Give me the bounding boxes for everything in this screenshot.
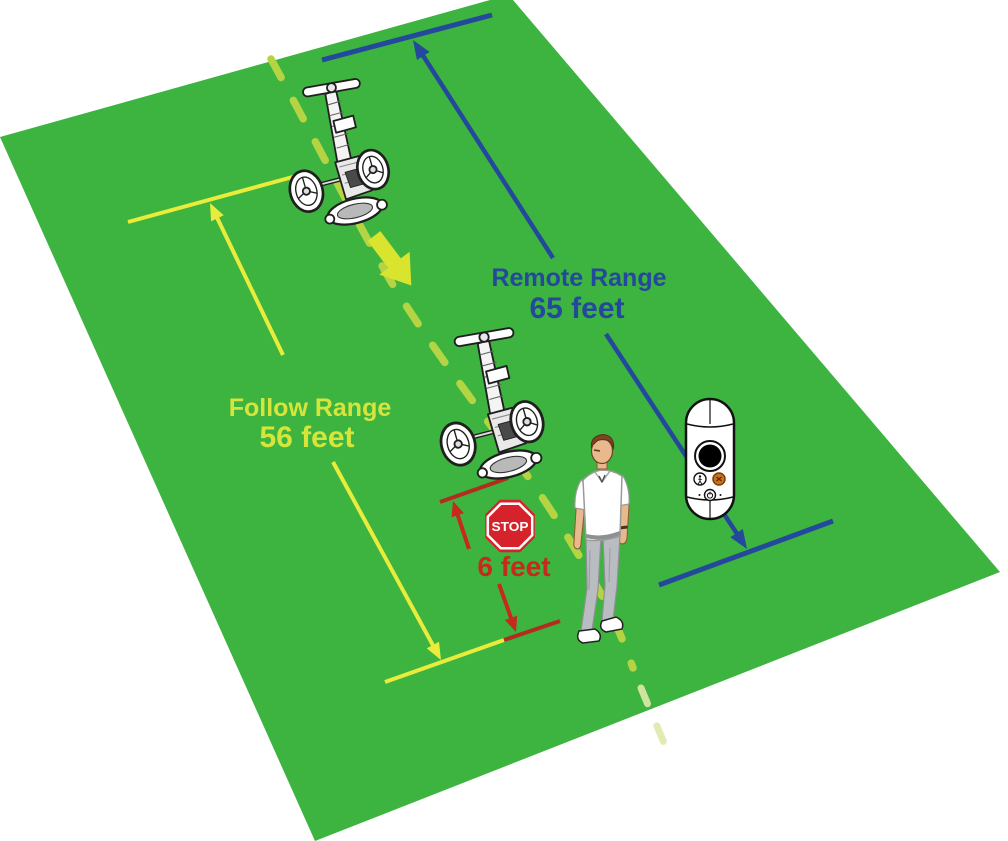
follow-range-measure — [127, 173, 505, 684]
follow-range-up-shaft — [214, 215, 285, 356]
stop-distance-down-shaft — [497, 583, 514, 622]
remote-range-top-line — [321, 12, 493, 63]
remote-power-button — [698, 488, 722, 502]
remote-control — [684, 397, 736, 521]
remote-range-bottom-line — [658, 518, 834, 588]
direction-arrow-icon — [367, 231, 412, 286]
trolley-path-dashed — [267, 55, 637, 672]
follow-range-value: 56 feet — [259, 421, 354, 454]
stop-sign-icon: STOP — [485, 499, 535, 553]
follow-range-down-arrow-icon — [426, 641, 441, 660]
remote-range-label: Remote Range — [491, 264, 666, 292]
stop-distance-measure — [439, 476, 561, 642]
remote-range-up-shaft — [419, 52, 555, 260]
remote-range-value: 65 feet — [529, 292, 624, 325]
stop-distance-top-line — [439, 476, 509, 504]
stop-distance-down-arrow-icon — [504, 615, 518, 632]
remote-follow-button — [693, 472, 707, 486]
golfer — [573, 434, 630, 644]
follow-range-bottom-line — [384, 638, 505, 684]
follow-range-down-shaft — [331, 461, 436, 648]
stop-sign-text: STOP — [492, 519, 529, 534]
trolley-path-fading — [637, 684, 670, 752]
remote-range-down-arrow-icon — [730, 529, 747, 549]
follow-range-top-line — [127, 173, 301, 224]
stop-distance-value: 6 feet — [477, 551, 550, 582]
follow-range-label: Follow Range — [229, 394, 392, 422]
stop-distance-up-arrow-icon — [451, 501, 464, 518]
remote-range-up-arrow-icon — [413, 40, 430, 61]
stop-distance-bottom-line — [503, 619, 561, 642]
stop-distance-up-shaft — [454, 511, 471, 550]
follow-range-up-arrow-icon — [210, 203, 224, 222]
remote-stop-button — [712, 472, 726, 486]
